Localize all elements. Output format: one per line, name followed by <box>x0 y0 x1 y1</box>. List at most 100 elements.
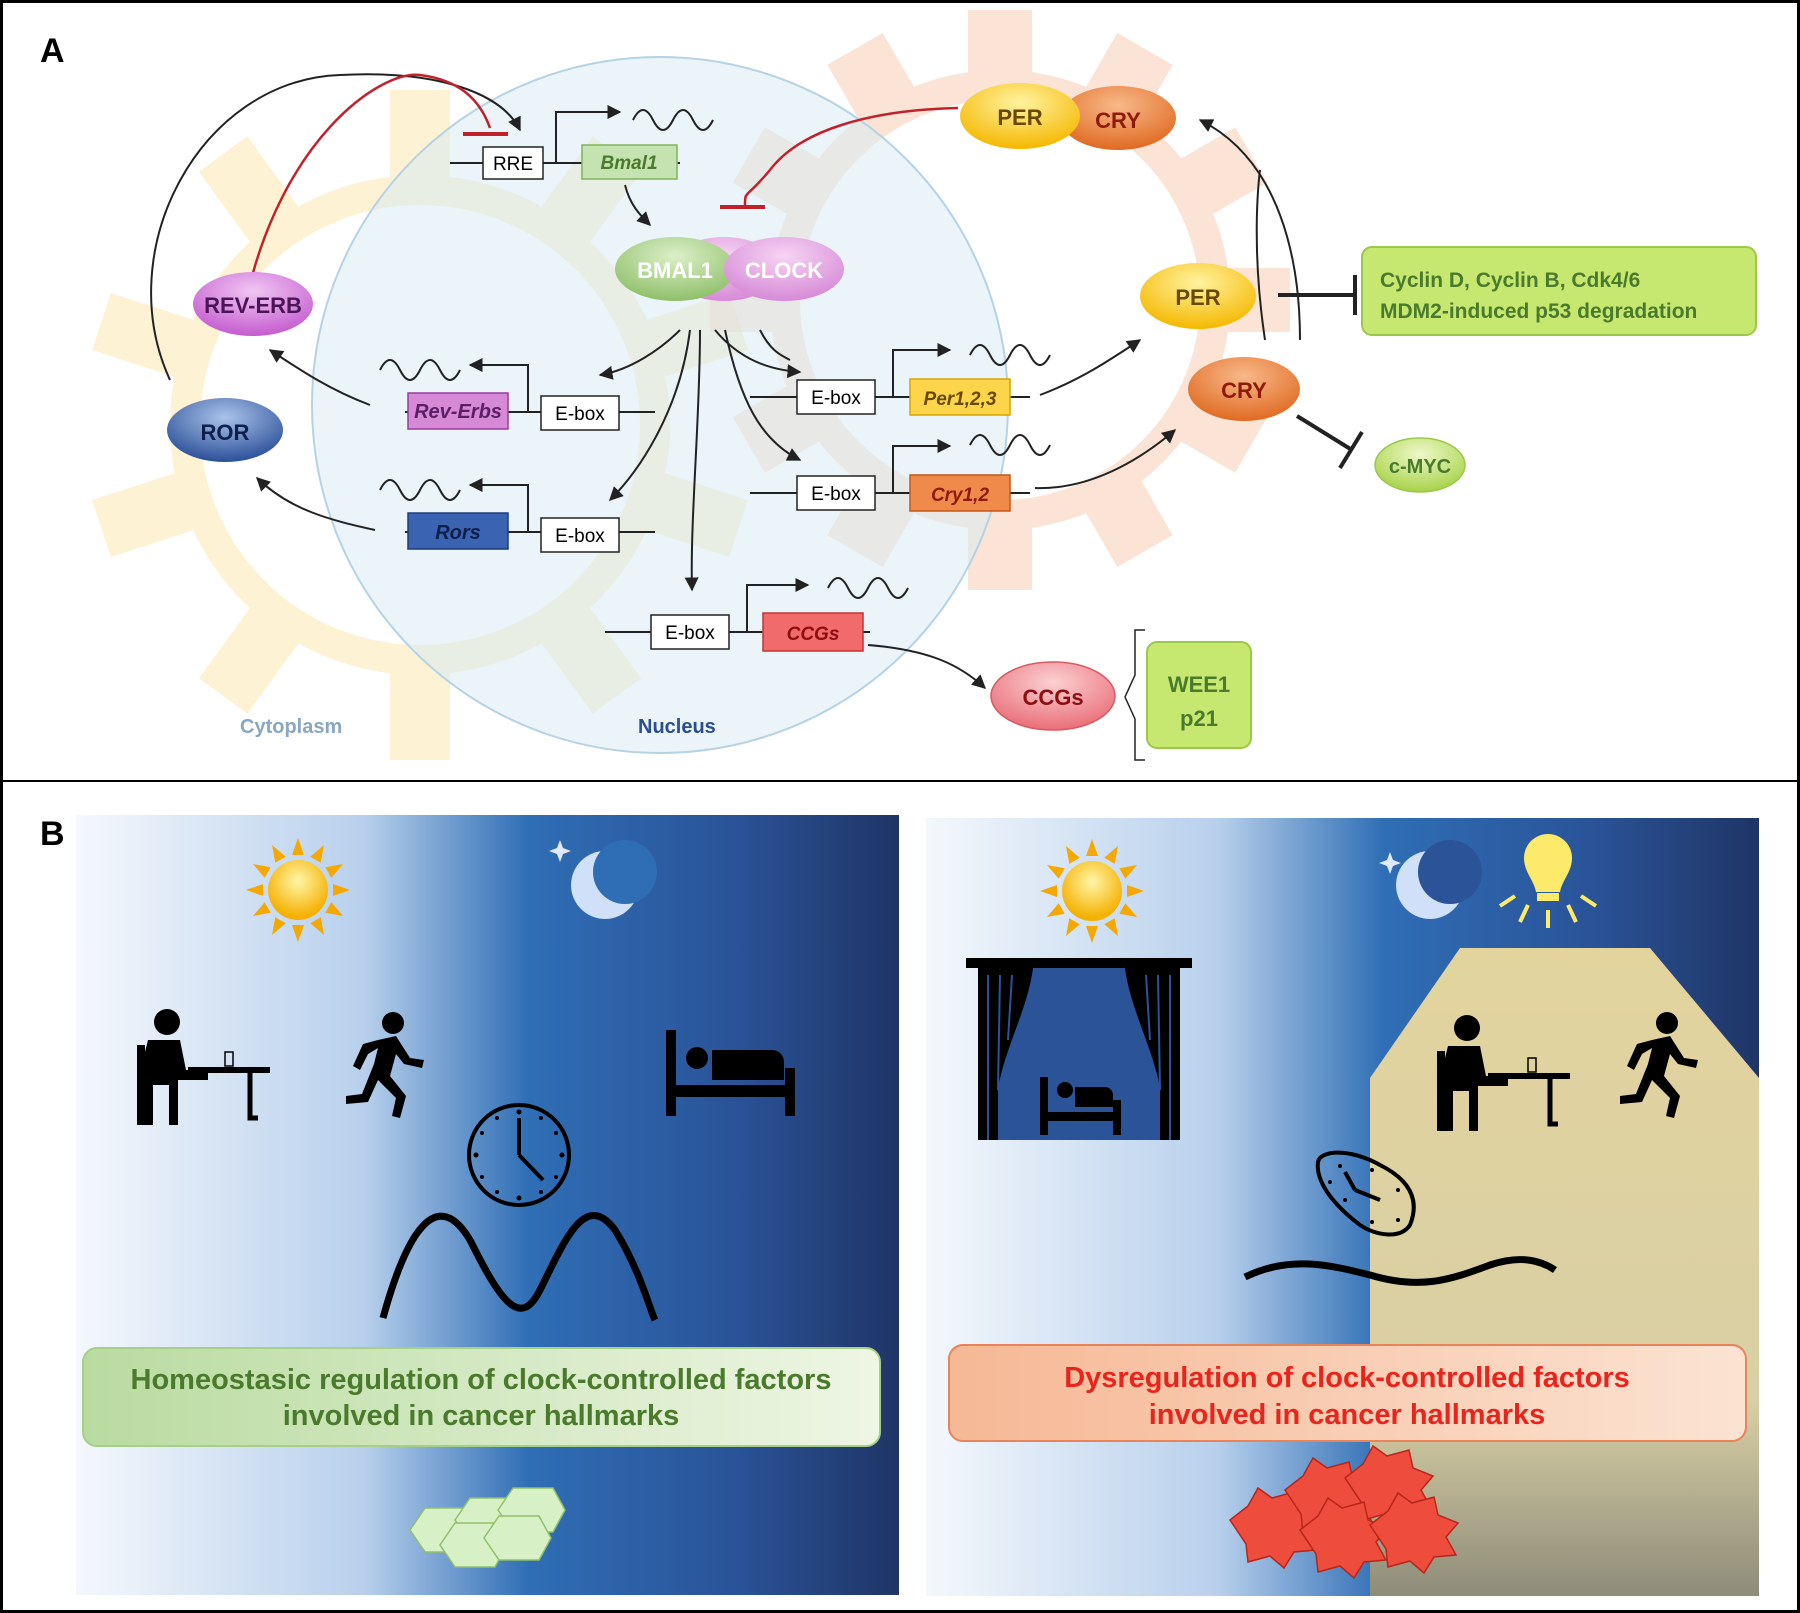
rev-erbs-tss-arrow <box>468 358 529 412</box>
bc-to-rors-arrow <box>609 329 691 501</box>
ccgs-target-box <box>1146 641 1252 749</box>
flattened-rhythm-wave <box>1243 1256 1557 1286</box>
bed-icon <box>666 1030 795 1116</box>
rev-erb-inhibition-line <box>243 73 492 306</box>
clock-protein-right <box>724 237 844 301</box>
bmal1-gene-box <box>581 144 678 180</box>
homeostasis-caption-line-1: Homeostasic regulation of clock-controll… <box>131 1364 832 1396</box>
bc-to-cry-arrow <box>724 329 802 461</box>
cry-label: CRY <box>1221 378 1267 403</box>
wee1-label: WEE1 <box>1168 672 1230 697</box>
cry-top-label: CRY <box>1095 108 1141 133</box>
rors-gene-box <box>407 512 509 550</box>
cry-protein <box>1188 357 1300 421</box>
rev-erb-protein <box>193 272 313 336</box>
homeostasis-scene: Homeostasic regulation of clock-controll… <box>76 815 899 1595</box>
cry-mrna-wave <box>969 434 1051 456</box>
ror-label: ROR <box>201 420 250 445</box>
per-gene-box <box>909 378 1011 416</box>
homeostasis-caption-box <box>82 1347 881 1447</box>
rev-erbs-gene-box <box>407 392 509 430</box>
cry-gene-box <box>909 474 1011 512</box>
panel-b: B <box>40 815 1759 1596</box>
nucleus-label: Nucleus <box>638 716 716 738</box>
per-ebox <box>796 379 876 415</box>
bc-to-per-arrow <box>714 329 802 379</box>
window-curtain-icon <box>966 958 1192 1140</box>
cry-ebox-label: E-box <box>811 484 861 505</box>
panel-b-letter: B <box>40 815 65 853</box>
cry-tss-arrow <box>892 439 952 493</box>
ccgs-gene-box <box>762 612 864 652</box>
per-ebox-label: E-box <box>811 388 861 409</box>
rre-promoter <box>482 146 544 180</box>
ror-protein <box>167 398 283 462</box>
ccgs-protein <box>990 661 1116 731</box>
eating-person-icon-right <box>1437 1015 1570 1131</box>
cry-ebox <box>796 475 876 511</box>
moon-icon-right <box>1379 840 1482 919</box>
cry-top-protein <box>1060 86 1176 150</box>
ccgs-translation-arrow <box>867 644 987 689</box>
bmal1-gene-label: Bmal1 <box>600 153 657 174</box>
dysregulation-caption-line-2: involved in cancer hallmarks <box>1149 1399 1546 1431</box>
sun-icon-right <box>1040 839 1144 943</box>
cry-gene-label: Cry1,2 <box>931 485 990 506</box>
left-sky-background <box>76 815 899 1595</box>
ccgs-mrna-wave <box>827 577 909 599</box>
per-top-label: PER <box>997 105 1042 130</box>
panel-a-letter: A <box>40 32 65 70</box>
homeostasis-caption-line-2: involved in cancer hallmarks <box>283 1400 680 1432</box>
rev-erbs-translation-arrow <box>268 349 371 406</box>
ccgs-tss-arrow <box>746 578 810 632</box>
cry-translation-arrow <box>1034 429 1177 490</box>
light-bulb-icon <box>1498 834 1598 928</box>
rev-erb-label: REV-ERB <box>204 293 302 318</box>
c-myc-label: c-MYC <box>1389 456 1451 478</box>
ccgs-ebox <box>650 614 730 650</box>
ccgs-ebox-label: E-box <box>665 623 715 644</box>
clock-icon <box>467 1103 571 1207</box>
sun-icon <box>246 838 350 942</box>
eating-person-icon <box>137 1009 270 1125</box>
per-mrna-wave <box>969 344 1051 366</box>
ccgs-protein-label: CCGs <box>1022 685 1083 710</box>
per-tss-arrow <box>892 343 952 397</box>
per-gene-label: Per1,2,3 <box>924 389 997 410</box>
ccgs-brace <box>1124 629 1145 761</box>
p21-label: p21 <box>1180 706 1218 731</box>
rev-erbs-ebox <box>540 395 620 431</box>
per-protein <box>1140 263 1256 329</box>
bc-to-ccgs-arrow <box>684 329 701 592</box>
dysregulation-caption-box <box>948 1344 1747 1442</box>
cyclin-line-1: Cyclin D, Cyclin B, Cdk4/6 <box>1380 269 1640 292</box>
dysregulation-scene: Dysregulation of clock-controlled factor… <box>926 818 1759 1596</box>
c-myc-protein <box>1374 437 1466 493</box>
cry-inhibition-bar <box>1338 430 1364 470</box>
bmal1-protein <box>615 237 735 301</box>
rev-erbs-ebox-label: E-box <box>555 404 605 425</box>
bmal1-label: BMAL1 <box>637 258 713 283</box>
rors-mrna-wave <box>379 479 461 501</box>
per-translation-arrow <box>1039 339 1142 396</box>
cry-inhibition-line <box>1295 414 1354 452</box>
running-person-icon <box>346 1012 424 1118</box>
per-label: PER <box>1175 285 1220 310</box>
healthy-cells-icon <box>409 1487 566 1568</box>
per-cry-inhibition-line <box>743 106 959 206</box>
running-person-icon-right <box>1620 1012 1698 1118</box>
bmal1-mrna-wave <box>632 109 714 131</box>
per-cry-complex-arrow-1 <box>1198 119 1301 341</box>
rev-erbs-mrna-wave <box>379 359 461 381</box>
cancer-cells-icon <box>1228 1444 1460 1580</box>
rors-ebox <box>540 517 620 553</box>
ror-activation-arrow <box>150 73 521 381</box>
cytoplasm-label: Cytoplasm <box>240 716 342 738</box>
rre-label: RRE <box>493 154 533 175</box>
rors-gene-label: Rors <box>435 522 481 544</box>
rors-translation-arrow <box>255 477 376 531</box>
cyclin-target-box <box>1361 246 1757 336</box>
dysregulation-caption-line-1: Dysregulation of clock-controlled factor… <box>1064 1362 1630 1394</box>
moon-icon <box>549 840 657 919</box>
